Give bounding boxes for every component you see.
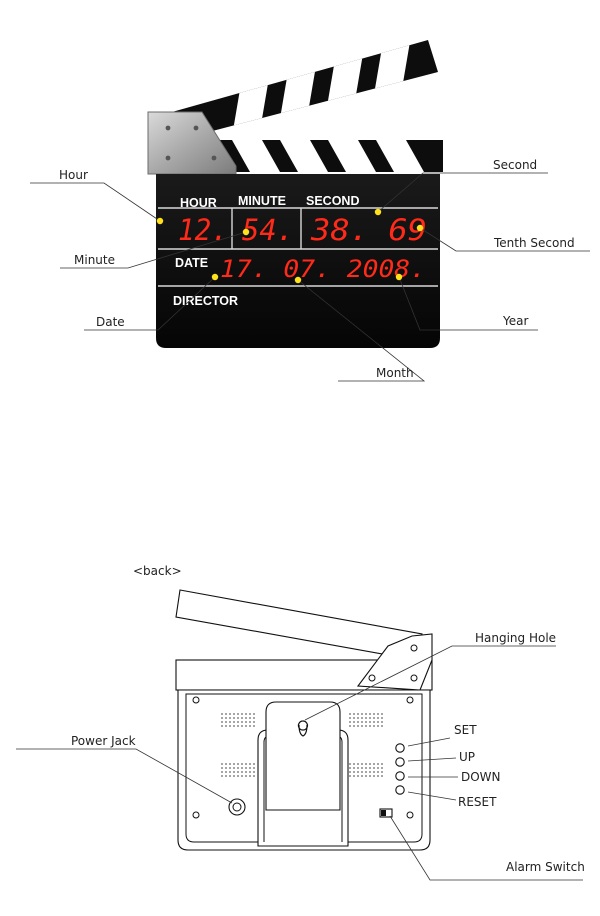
- down-button[interactable]: [395, 771, 405, 781]
- hanging-hole: [297, 720, 309, 737]
- down-callout: DOWN: [461, 770, 501, 784]
- front-clapperboard: HOUR MINUTE SECOND DATE DIRECTOR 12. 54.…: [147, 40, 443, 348]
- hour-pointer-dot: [156, 217, 164, 225]
- director-panel-label: DIRECTOR: [173, 294, 238, 308]
- front-leader-lines: [30, 172, 590, 382]
- set-button[interactable]: [395, 743, 405, 753]
- back-clapperboard: [175, 589, 433, 851]
- second-panel-label: SECOND: [306, 194, 359, 208]
- back-leader-lines: [16, 645, 583, 881]
- tenth-second-callout: Tenth Second: [493, 236, 575, 250]
- date-led-display: 17. 07. 2008.: [220, 255, 426, 283]
- up-callout: UP: [459, 750, 475, 764]
- hour-callout: Hour: [59, 168, 88, 182]
- speaker-grilles: [221, 713, 383, 777]
- clapper-board-body: [156, 174, 440, 348]
- month-pointer-dot: [294, 276, 302, 284]
- hanging-panel: [265, 701, 341, 811]
- up-button[interactable]: [395, 757, 405, 767]
- date-callout: Date: [96, 315, 125, 329]
- hour-led-display: 12.: [178, 213, 228, 247]
- minute-pointer-dot: [242, 228, 250, 236]
- power-jack-callout: Power Jack: [71, 734, 136, 748]
- front-pointer-dots: [156, 208, 424, 284]
- reset-button[interactable]: [395, 785, 405, 795]
- minute-led-display: 54.: [242, 213, 294, 247]
- minute-callout: Minute: [74, 253, 115, 267]
- clapper-stripe-bar: [213, 140, 443, 172]
- minute-panel-label: MINUTE: [238, 194, 286, 208]
- second-callout: Second: [493, 158, 537, 172]
- year-callout: Year: [502, 314, 528, 328]
- date-pointer-dot: [211, 273, 219, 281]
- hour-panel-label: HOUR: [180, 196, 217, 210]
- metal-hinge: [147, 111, 237, 175]
- year-pointer-dot: [395, 273, 403, 281]
- back-view-title: <back>: [133, 564, 182, 578]
- date-panel-label: DATE: [175, 256, 208, 270]
- tenth-second-pointer-dot: [416, 224, 424, 232]
- power-jack: [228, 798, 246, 816]
- month-callout: Month: [376, 366, 414, 380]
- hanging-hole-callout: Hanging Hole: [475, 631, 556, 645]
- second-pointer-dot: [374, 208, 382, 216]
- alarm-switch-callout: Alarm Switch: [506, 860, 585, 874]
- set-callout: SET: [454, 723, 477, 737]
- second-led-display: 38. 69: [310, 213, 427, 247]
- reset-callout: RESET: [458, 795, 497, 809]
